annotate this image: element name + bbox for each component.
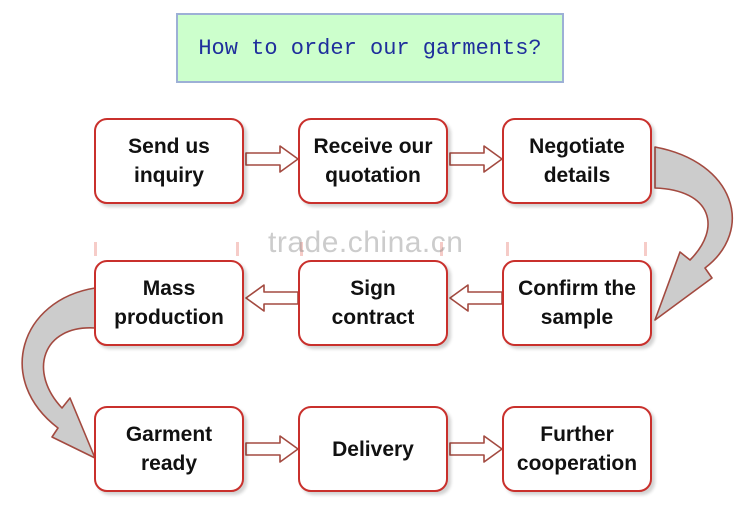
step-confirm-sample: Confirm the sample (502, 260, 652, 346)
arrow-left-2 (245, 284, 299, 312)
arrow-right-3 (245, 435, 299, 463)
step-delivery: Delivery (298, 406, 448, 492)
step-label: Send us inquiry (128, 135, 210, 187)
step-label: Confirm the sample (518, 277, 636, 329)
arrow-right-4 (449, 435, 503, 463)
watermark: trade.china.cn (268, 226, 464, 259)
step-sign-contract: Sign contract (298, 260, 448, 346)
step-mass-production: Mass production (94, 260, 244, 346)
step-label: Mass production (114, 277, 224, 329)
step-label: Garment ready (125, 423, 213, 475)
step-further-cooperation: Further cooperation (502, 406, 652, 492)
curved-arrow-left (21, 287, 96, 459)
curved-arrow-right (654, 146, 733, 321)
step-send-inquiry: Send us inquiry (94, 118, 244, 204)
step-negotiate-details: Negotiate details (502, 118, 652, 204)
step-label: Sign contract (331, 277, 415, 329)
step-label: Negotiate details (529, 135, 625, 187)
title-box: How to order our garments? (176, 13, 564, 83)
step-receive-quotation: Receive our quotation (298, 118, 448, 204)
step-label: Delivery (332, 437, 414, 461)
step-label: Receive our quotation (313, 135, 433, 187)
arrow-left-1 (449, 284, 503, 312)
step-label: Further cooperation (516, 423, 638, 475)
arrow-right-1 (245, 145, 299, 173)
step-garment-ready: Garment ready (94, 406, 244, 492)
diagram-title: How to order our garments? (198, 35, 542, 61)
arrow-right-2 (449, 145, 503, 173)
decorative-dots (94, 242, 647, 256)
